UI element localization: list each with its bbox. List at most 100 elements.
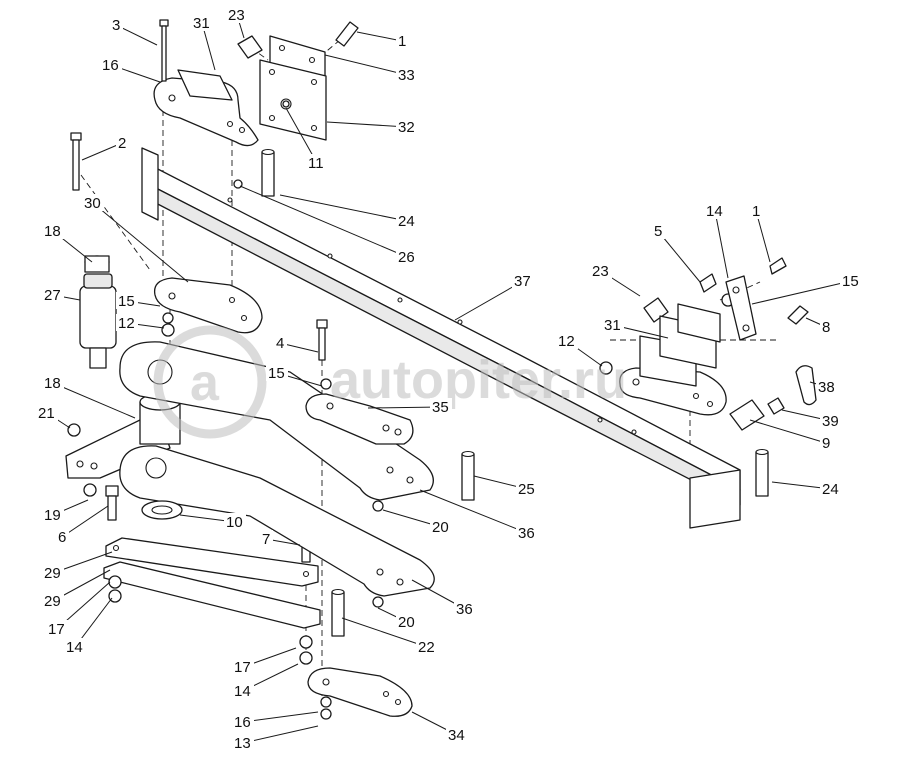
callout-c1b: 1 [752, 203, 760, 220]
callout-bg-c37 [512, 272, 534, 289]
callout-c32: 32 [398, 119, 415, 136]
callout-c23a: 23 [228, 7, 245, 24]
callout-leader-c24a [279, 194, 408, 222]
callout-c27: 27 [44, 287, 61, 304]
watermark: a autopiter.ru [153, 325, 627, 439]
callout-bg-c12a [116, 314, 138, 331]
bushings [261, 148, 769, 637]
callout-leader-c6 [61, 505, 109, 538]
callout-c14a: 14 [66, 639, 83, 656]
callout-c16b: 16 [234, 714, 251, 731]
callout-c36b: 36 [456, 601, 473, 618]
callout-bg-c19 [42, 506, 64, 523]
callout-leader-c15c [751, 280, 852, 305]
callout-bg-c4 [274, 334, 287, 351]
callout-bg-c8 [820, 318, 833, 335]
callout-bg-c12b [556, 332, 578, 349]
callout-c30: 30 [84, 195, 101, 212]
callout-bg-c13 [232, 734, 254, 751]
callout-c21: 21 [38, 405, 55, 422]
callout-bg-c18a [42, 222, 64, 239]
callout-c18b: 18 [44, 375, 61, 392]
callout-bg-c30 [82, 194, 104, 211]
callout-c13: 13 [234, 735, 251, 752]
link-15-right [725, 275, 757, 341]
callout-leader-c1b [755, 210, 771, 263]
callout-leader-c32 [326, 121, 408, 128]
callout-c2: 2 [118, 135, 126, 152]
callout-c9: 9 [822, 435, 830, 452]
cylinder-27 [79, 255, 117, 369]
callout-leader-c18b [52, 382, 136, 419]
callout-c12b: 12 [558, 333, 575, 350]
callout-leader-c36a [419, 489, 528, 534]
callout-c38: 38 [818, 379, 835, 396]
callout-c29a: 29 [44, 565, 61, 582]
callout-bg-c22 [416, 638, 438, 655]
callout-bg-c17b [232, 658, 254, 675]
callout-c24b: 24 [822, 481, 839, 498]
callout-bg-c31b [602, 316, 624, 333]
callout-c11: 11 [308, 155, 324, 172]
watermark-logo-letter: a [190, 354, 220, 412]
callout-c5: 5 [654, 223, 662, 240]
callout-c25: 25 [518, 481, 535, 498]
callout-bg-c25 [516, 480, 538, 497]
callout-leader-c30 [92, 202, 189, 283]
callout-c37: 37 [514, 273, 531, 290]
callout-leader-c5 [657, 230, 701, 283]
upper-bracket-31 [153, 69, 259, 147]
callout-c7: 7 [262, 531, 270, 548]
callout-bg-c3a [110, 16, 123, 33]
callout-c15a: 15 [118, 293, 135, 310]
callout-leader-c1a [356, 31, 403, 42]
callout-bg-c36a [516, 524, 538, 541]
callout-c18a: 18 [44, 223, 61, 240]
callout-bg-c16b [232, 713, 254, 730]
callout-c17a: 17 [48, 621, 65, 638]
callout-bg-c15c [840, 272, 862, 289]
callout-c24a: 24 [398, 213, 415, 230]
callout-c10: 10 [226, 514, 243, 531]
callout-bg-c15b [266, 364, 288, 381]
callout-c20a: 20 [432, 519, 449, 536]
callout-bg-c21 [36, 404, 58, 421]
callout-bg-c27 [42, 286, 64, 303]
callout-bg-c29b [42, 592, 64, 609]
callout-leader-c37 [454, 280, 524, 321]
callout-bg-c20a [430, 518, 452, 535]
callout-bg-c34 [446, 726, 468, 743]
callout-c19: 19 [44, 507, 61, 524]
callout-bg-c2 [116, 134, 129, 151]
watermark-brand: autopiter.ru [330, 350, 627, 410]
plate-32 [259, 59, 327, 141]
callout-bg-c17a [46, 620, 68, 637]
callout-bg-c14a [64, 638, 86, 655]
callout-c33: 33 [398, 67, 415, 84]
cap-9 [729, 399, 765, 431]
callout-bg-c24b [820, 480, 842, 497]
callout-bg-c36b [454, 600, 476, 617]
callout-leader-c35 [367, 406, 442, 409]
callout-bg-c24a [396, 212, 418, 229]
bottom-plate-34 [307, 667, 413, 717]
callout-c8: 8 [822, 319, 830, 336]
latch-38 [795, 365, 817, 406]
callout-bg-c6 [56, 528, 69, 545]
callout-bg-c15a [116, 292, 138, 309]
callout-bg-c5 [652, 222, 665, 239]
callout-c26: 26 [398, 249, 415, 266]
callout-c34: 34 [448, 727, 465, 744]
links-29 [103, 537, 321, 629]
callout-bg-c23a [226, 6, 248, 23]
callout-leader-c13 [242, 725, 319, 744]
callout-c16a: 16 [102, 57, 119, 74]
callout-c3a: 3 [112, 17, 120, 34]
callout-bg-c14c [704, 202, 726, 219]
callout-c15b: 15 [268, 365, 285, 382]
callout-c4: 4 [276, 335, 284, 352]
callout-bg-c1a [396, 32, 409, 49]
callout-bg-c11 [306, 154, 328, 171]
